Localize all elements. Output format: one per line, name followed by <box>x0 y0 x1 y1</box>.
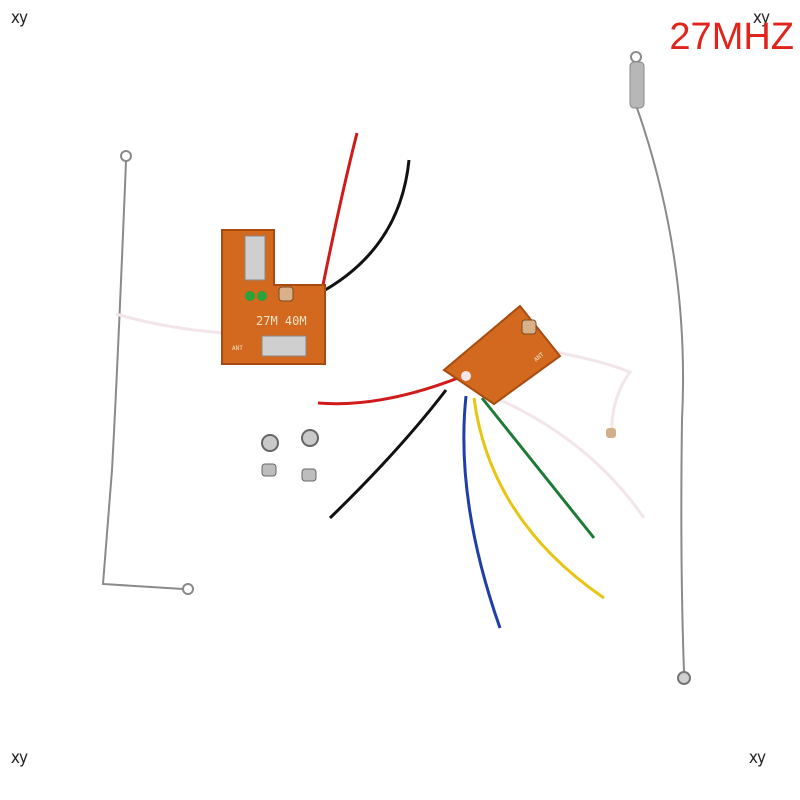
right-antenna <box>629 51 691 685</box>
left-antenna <box>101 150 239 595</box>
screws <box>261 429 319 482</box>
watermark-bottom-right: xy <box>748 748 766 768</box>
watermark-bottom-left: xy <box>10 748 28 768</box>
receiver-board: 27M 40M ANT <box>221 132 411 365</box>
receiver-marking: 27M 40M <box>256 314 307 328</box>
frequency-label: 27MHZ <box>669 16 794 58</box>
receiver-ant-label: ANT <box>232 345 243 352</box>
watermark-top-left: xy <box>10 8 28 28</box>
watermark-top-right: xy <box>752 8 770 28</box>
transmitter-board: ANT <box>317 304 646 629</box>
